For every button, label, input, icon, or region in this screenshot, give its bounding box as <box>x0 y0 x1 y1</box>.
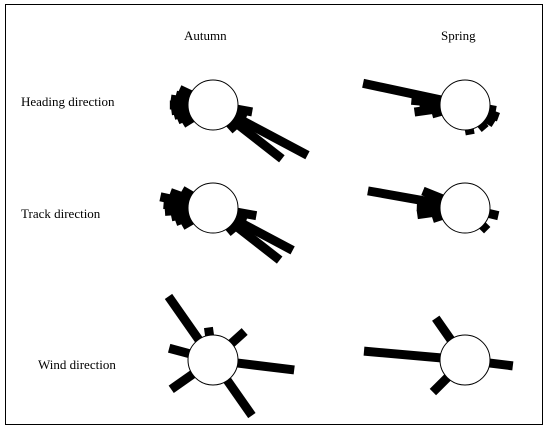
rose-bar <box>429 373 452 396</box>
column-label-spring: Spring <box>441 28 476 43</box>
rose-bar <box>231 111 310 160</box>
rose-bar <box>164 293 204 344</box>
rose-panel-track-autumn <box>159 182 295 264</box>
rose-bar <box>363 346 443 363</box>
rose-center-circle <box>439 334 491 386</box>
row-label-track: Track direction <box>21 206 101 221</box>
rose-bar <box>167 343 192 359</box>
rose-bar <box>174 211 193 226</box>
row-label-wind: Wind direction <box>38 357 116 372</box>
rose-bar <box>231 214 295 255</box>
rose-panel-wind-autumn <box>164 293 295 419</box>
row-label-heading: Heading direction <box>21 94 115 109</box>
rose-center-circle <box>439 182 491 234</box>
rose-bar <box>228 218 283 264</box>
rose-panel-wind-spring <box>363 315 514 396</box>
figure-frame <box>5 4 543 425</box>
rose-bar <box>478 221 491 234</box>
rose-bar <box>476 119 489 132</box>
rose-bar <box>235 358 295 375</box>
rose-center-circle <box>439 79 491 131</box>
rose-bar <box>487 358 514 371</box>
rose-bar <box>228 115 285 163</box>
rose-bar <box>421 186 446 204</box>
rose-panel-heading-spring <box>362 78 500 136</box>
rose-bar <box>222 376 256 419</box>
column-label-autumn: Autumn <box>184 28 227 43</box>
rose-bar <box>432 315 456 344</box>
rose-bar <box>168 369 197 393</box>
rose-center-circle <box>187 182 239 234</box>
rose-center-circle <box>187 334 239 386</box>
rose-panel-heading-autumn <box>169 79 310 163</box>
rose-bar <box>227 328 248 348</box>
rose-panel-track-spring <box>367 182 500 234</box>
rose-center-circle <box>187 79 239 131</box>
